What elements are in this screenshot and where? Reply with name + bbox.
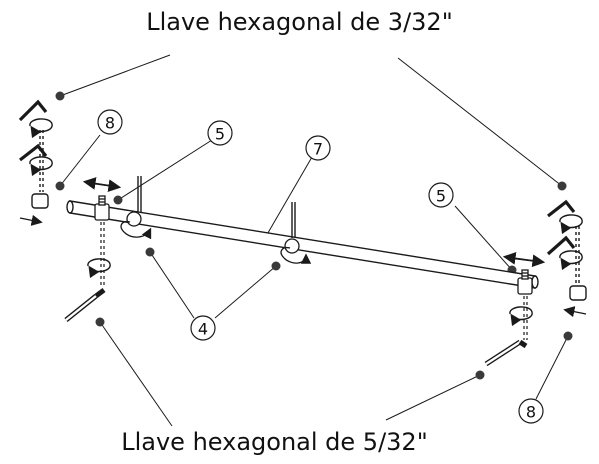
callout-8-left: 8 [105, 114, 115, 133]
rod [66, 200, 539, 289]
callout-circle-4 [190, 315, 216, 341]
bottom-hex-keys [64, 222, 533, 367]
callout-4: 4 [198, 320, 208, 339]
callout-circle-8-left [97, 109, 123, 135]
bottom-title: Llave hexagonal de 5/32" [121, 428, 428, 456]
dot-hex-5-32-right [475, 370, 485, 380]
knob-right [280, 238, 312, 264]
callout-5-right: 5 [436, 187, 446, 206]
left-clamp [94, 195, 110, 221]
callout-circle-5-left [207, 120, 233, 146]
top-title: Llave hexagonal de 3/32" [146, 8, 453, 36]
leader-dots [55, 91, 573, 380]
callout-5-left: 5 [215, 125, 225, 144]
dot-4-left [145, 247, 155, 257]
dot-hex-3-32-right [557, 181, 567, 191]
callout-circle-7 [305, 135, 331, 161]
leader-lines [59, 54, 569, 427]
callout-7: 7 [313, 140, 323, 159]
callout-8-right: 8 [526, 403, 536, 422]
callout-circle-5-right [428, 182, 454, 208]
callout-circle-8-right [518, 398, 544, 424]
dot-hex-3-32-left [55, 91, 65, 101]
dot-hex-5-32-left [95, 317, 105, 327]
slide-arrows [82, 177, 546, 268]
dot-8-right [563, 331, 573, 341]
left-end-assembly [18, 99, 53, 226]
vertical-pins [137, 176, 296, 238]
knob-left [120, 211, 152, 240]
right-end-assembly [546, 199, 587, 318]
dot-5-left [113, 195, 123, 205]
dot-8-left [55, 181, 65, 191]
right-clamp [517, 269, 533, 295]
dot-4-right [271, 261, 281, 271]
